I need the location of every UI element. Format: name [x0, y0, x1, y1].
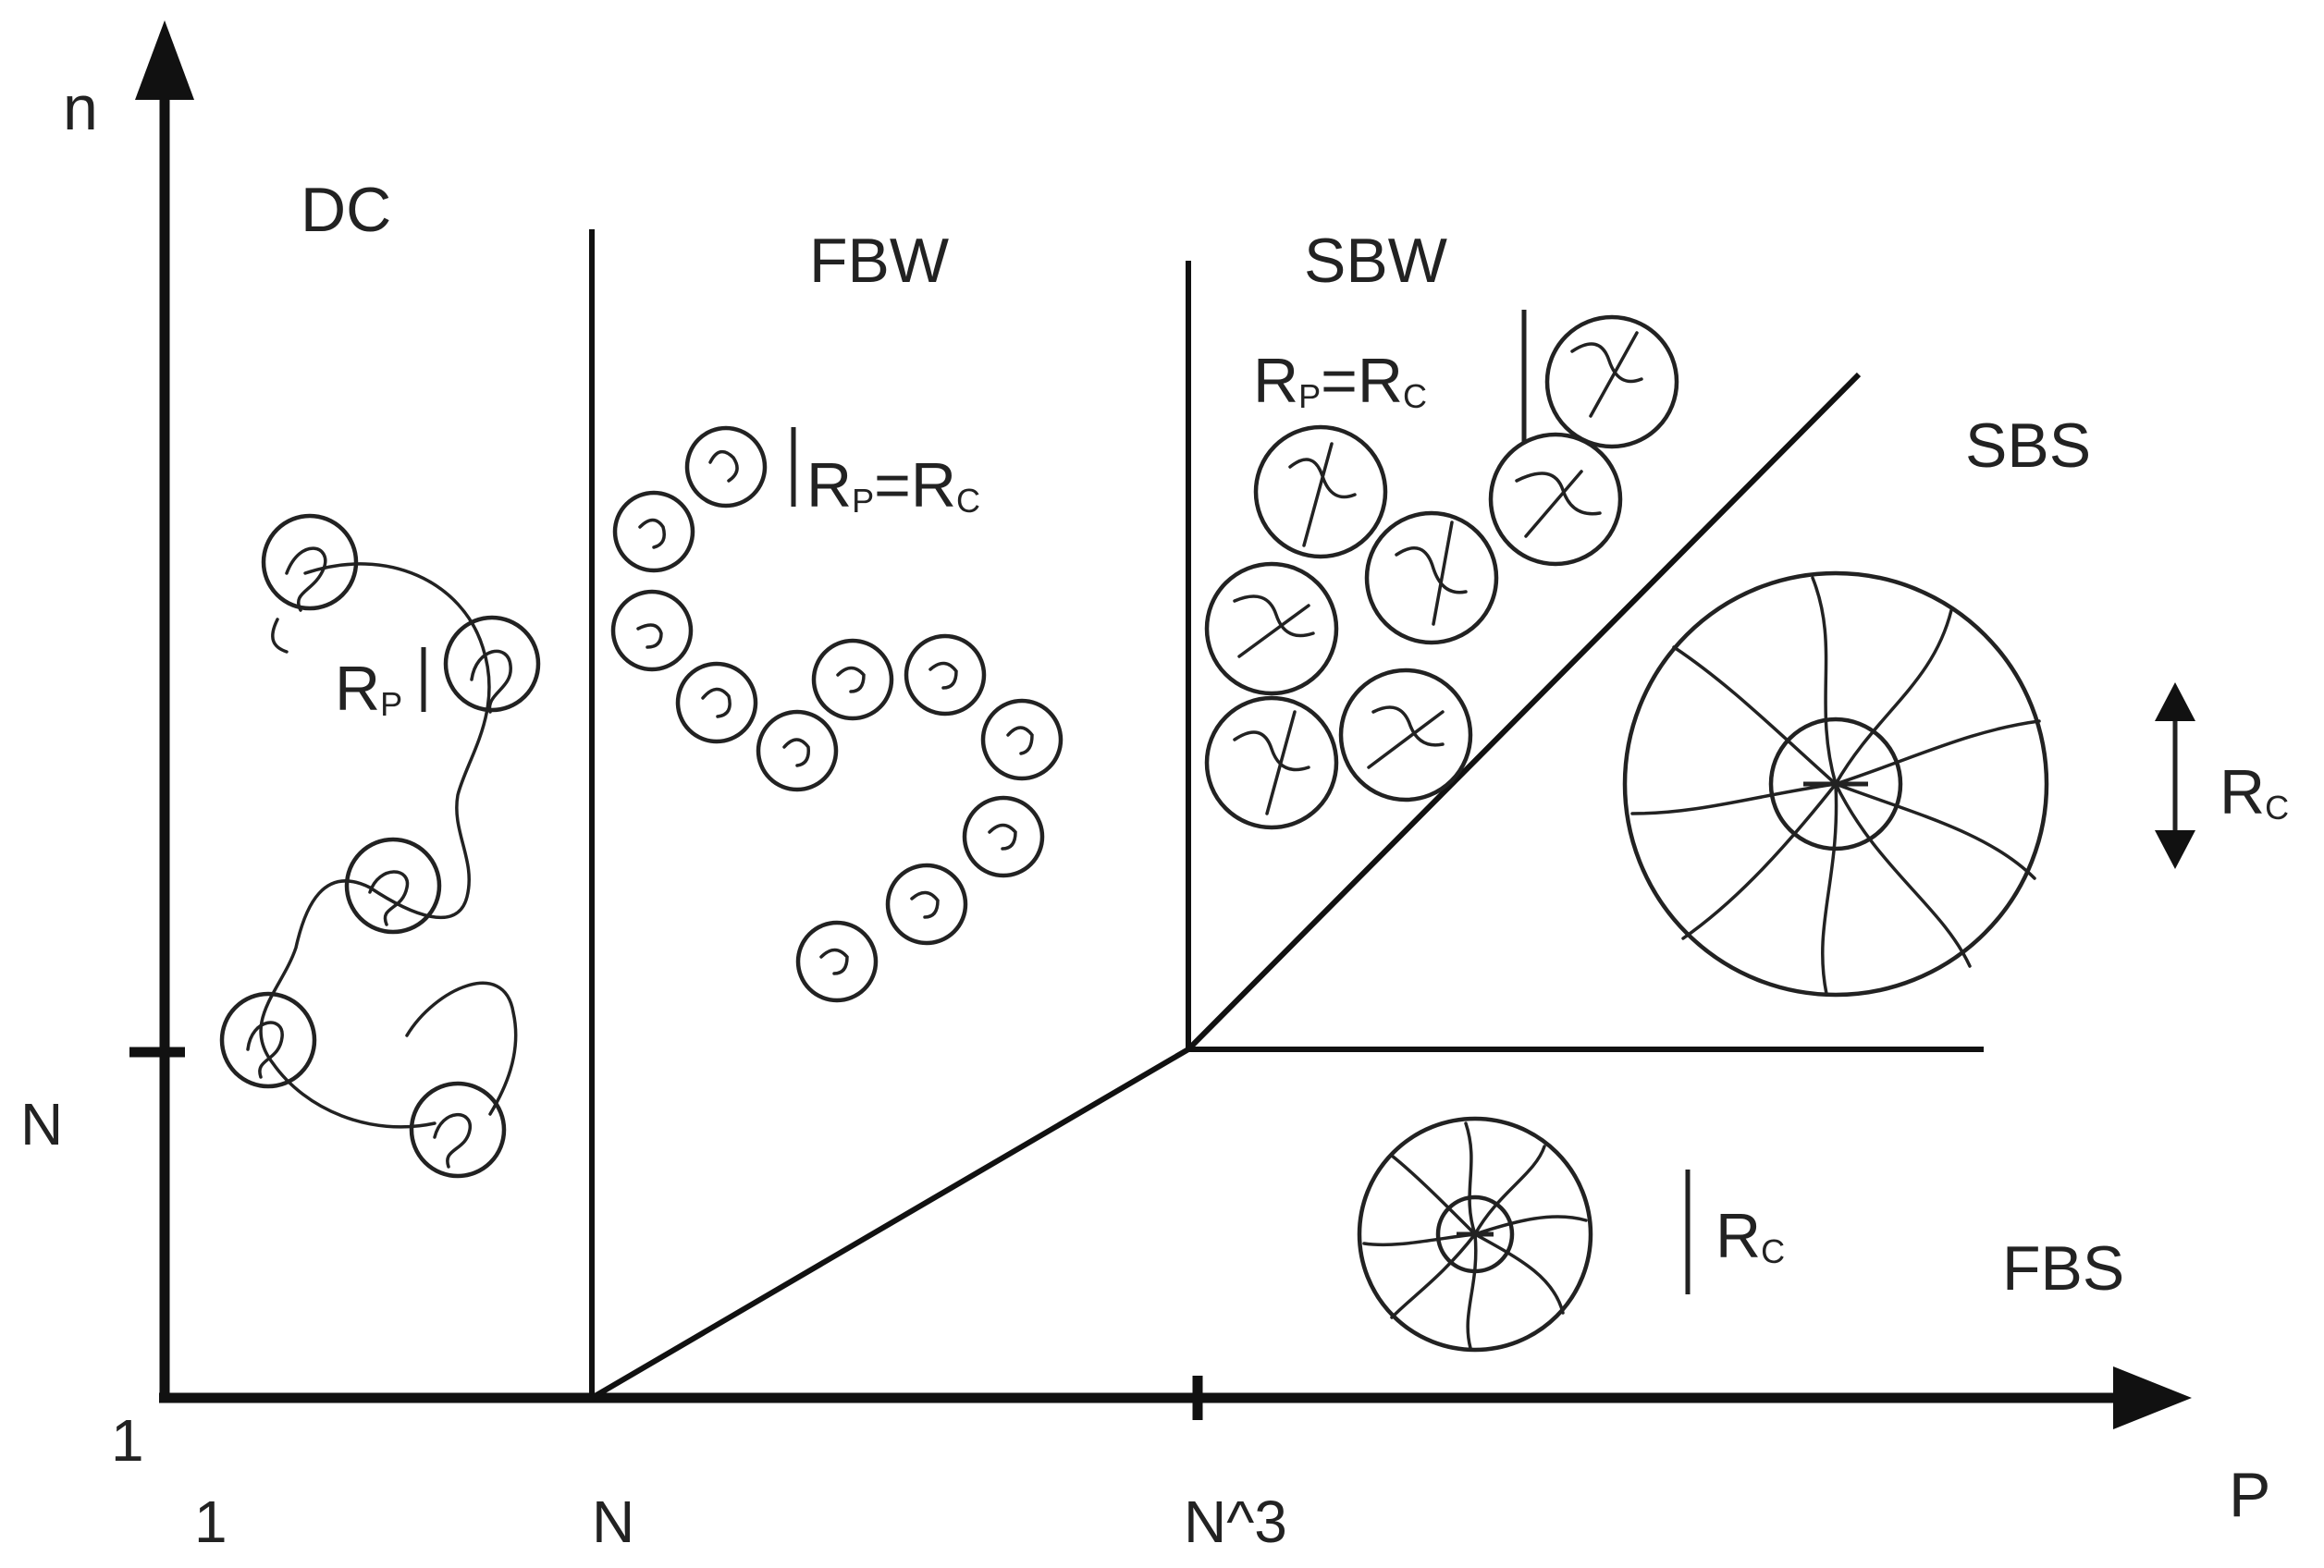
boundary-sbw-sbs: [1186, 372, 1862, 1052]
dc-chain-illustration: [219, 513, 541, 1179]
rc-arrow-up: [2155, 682, 2195, 721]
region-label-sbw: SBW: [1304, 226, 1447, 296]
rc-annotation-fbs: RC: [1715, 1201, 1785, 1271]
x-axis-label: P: [2229, 1460, 2270, 1530]
region-label-dc: DC: [301, 175, 391, 245]
fbs-star-illustration: [1357, 1116, 1593, 1353]
x-tick-label-N3: N^3: [1184, 1488, 1287, 1555]
rp-rc-annotation-sbw: RP=RC: [1253, 346, 1427, 416]
rp-rc-annotation-fbw: RP=RC: [806, 450, 980, 521]
y-axis-arrowhead: [135, 20, 194, 100]
x-tick-label-N: N: [592, 1488, 634, 1555]
y-tick-label-N: N: [20, 1091, 63, 1158]
fbw-blob-chain: [610, 425, 1064, 1003]
x-tick-label-one: 1: [194, 1488, 227, 1555]
region-label-sbs: SBS: [1965, 410, 2091, 481]
region-boundaries: [589, 229, 1984, 1401]
rc-annotation-sbs: RC: [2219, 757, 2289, 827]
y-axis-label: n: [63, 73, 98, 143]
boundary-fbw-fbs: [590, 1047, 1190, 1401]
rc-arrow-down: [2155, 830, 2195, 869]
axes: [129, 20, 2192, 1429]
y-tick-label-one: 1: [111, 1407, 144, 1474]
sbw-blob-chain: [1204, 314, 1679, 830]
rp-annotation-dc: RP: [335, 654, 402, 724]
sbs-star-illustration: [1622, 570, 2049, 998]
x-axis-arrowhead: [2113, 1366, 2192, 1429]
region-label-fbw: FBW: [809, 226, 949, 296]
region-label-fbs: FBS: [2002, 1233, 2124, 1304]
